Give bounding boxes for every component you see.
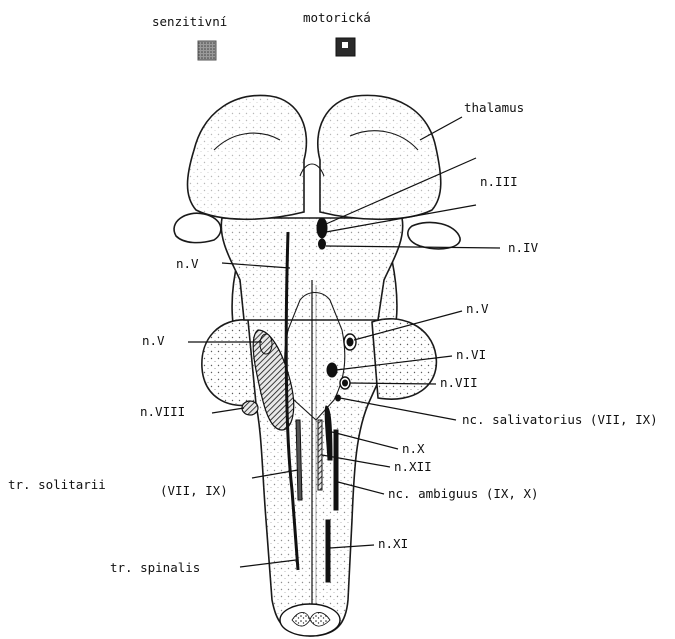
label-n-VII: n.VII xyxy=(440,375,478,390)
nucleus-IV xyxy=(319,239,326,249)
nucleus-III xyxy=(317,218,327,238)
label-n-VI: n.VI xyxy=(456,347,486,362)
left-thalamus-stipple xyxy=(188,95,307,219)
label-n-III: n.III xyxy=(480,174,518,189)
legend: senzitivní motorická xyxy=(152,10,371,60)
nucleus-ambiguus xyxy=(334,430,338,510)
legend-sensory-swatch xyxy=(198,41,216,60)
nucleus-VI xyxy=(327,363,337,377)
legend-sensory-label: senzitivní xyxy=(152,14,227,29)
label-tr-spinalis: tr. spinalis xyxy=(110,560,200,575)
leader-n-VIII xyxy=(212,408,244,413)
brainstem xyxy=(174,95,460,636)
legend-motor-label: motorická xyxy=(303,10,371,25)
label-tr-solitarii: tr. solitarii xyxy=(8,477,106,492)
trigeminal-motor-core xyxy=(347,338,353,346)
label-nc-ambiguus: nc. ambiguus (IX, X) xyxy=(388,486,539,501)
trigeminal-principal-nucleus xyxy=(260,334,272,354)
label-n-V-right: n.V xyxy=(466,301,489,316)
label-n-IV: n.IV xyxy=(508,240,539,255)
vestibulocochlear-nuclei xyxy=(242,401,258,415)
label-thalamus: thalamus xyxy=(464,100,524,115)
left-tubercle xyxy=(174,213,221,242)
legend-motor-swatch-mark xyxy=(342,42,348,48)
label-tr-solitarii-nerves: (VII, IX) xyxy=(160,483,228,498)
label-n-V-left: n.V xyxy=(142,333,165,348)
label-n-V-upper: n.V xyxy=(176,256,199,271)
label-n-VIII: n.VIII xyxy=(140,404,185,419)
right-tubercle xyxy=(408,222,460,248)
label-n-XI: n.XI xyxy=(378,536,408,551)
nucleus-VII-core xyxy=(343,380,348,386)
nucleus-salivatorius xyxy=(336,395,341,401)
label-nc-salivatorius: nc. salivatorius (VII, IX) xyxy=(462,412,658,427)
accessory-nucleus xyxy=(326,520,330,582)
hypoglossal-nucleus xyxy=(318,420,322,490)
label-n-X: n.X xyxy=(402,441,425,456)
label-n-XII: n.XII xyxy=(394,459,432,474)
left-peduncle-stipple xyxy=(202,320,256,406)
